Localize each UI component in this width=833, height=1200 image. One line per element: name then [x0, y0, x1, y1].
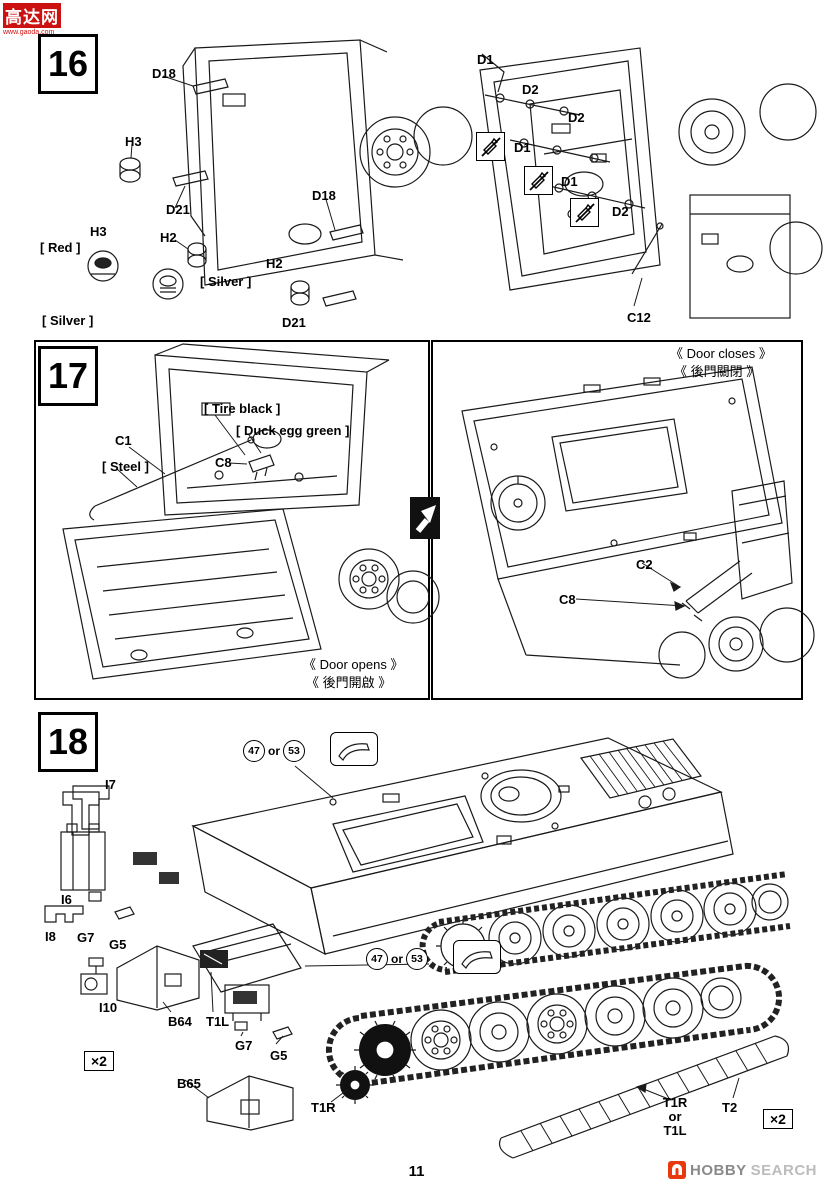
- door-opens-note-en: 《 Door opens 》: [303, 657, 404, 672]
- part-label-g5: G5: [270, 1048, 288, 1063]
- watermark: 高达网 www.gaoda.com: [3, 3, 61, 36]
- hobby-search-icon: [667, 1161, 686, 1179]
- part-label-i8: I8: [45, 929, 56, 944]
- part-label-d2: D2: [612, 204, 629, 219]
- part-label-d1: D1: [514, 140, 531, 155]
- quantity-x2-badge: ×2: [84, 1051, 114, 1071]
- t1r-line: T1R: [662, 1095, 688, 1110]
- hobby-search-logo: HOBBY SEARCH: [667, 1161, 817, 1179]
- step17-door-closed-drawing: [461, 366, 815, 679]
- part-label-d2: D2: [568, 110, 585, 125]
- watermark-url: www.gaoda.com: [3, 29, 55, 36]
- part-label-c8: C8: [559, 592, 576, 607]
- part-label-g7: G7: [235, 1038, 253, 1053]
- brand-text-hobby: HOBBY: [689, 1161, 747, 1179]
- door-opens-note-zh: 《 後門開啟 》: [306, 675, 392, 690]
- part-label-c12: C12: [627, 310, 651, 325]
- direction-arrow-icon: [410, 497, 440, 539]
- step-17-number: 17: [38, 346, 98, 406]
- part-label-d21: D21: [282, 315, 306, 330]
- part-label-g7: G7: [77, 930, 95, 945]
- watermark-title: 高达网: [3, 3, 61, 28]
- part-label-t1l: T1L: [206, 1014, 230, 1029]
- do-not-cement-icon: [570, 198, 599, 227]
- circled-number-47: 47: [366, 948, 388, 970]
- step18-hull-assembly-drawing: [44, 737, 791, 1159]
- or-line: or: [668, 1109, 682, 1124]
- part-label-d18: D18: [312, 188, 336, 203]
- part-label-d18: D18: [152, 66, 176, 81]
- paint-label-steel: [ Steel ]: [102, 459, 149, 474]
- option-part-box: [453, 940, 501, 974]
- paint-label-silver: [ Silver ]: [42, 313, 94, 328]
- part-label-t1r-or-t1l: T1R or T1L: [652, 1096, 698, 1138]
- part-label-i10: I10: [99, 1000, 118, 1015]
- part-label-h3: H3: [90, 224, 107, 239]
- t1l-line: T1L: [663, 1123, 687, 1138]
- part-option-47-or-53: 47 or 53: [243, 740, 305, 762]
- part-label-d1: D1: [561, 174, 578, 189]
- paint-label-duck-egg-green: [ Duck egg green ]: [236, 423, 350, 438]
- part-label-i6: I6: [61, 892, 72, 907]
- part-label-c1: C1: [115, 433, 132, 448]
- page-number: 11: [408, 1163, 425, 1180]
- part-label-b65: B65: [177, 1076, 201, 1091]
- paint-label-red: [ Red ]: [40, 240, 81, 255]
- step-17-door-open-panel: [34, 340, 430, 700]
- part-label-i7: I7: [105, 777, 116, 792]
- brand-text-search: SEARCH: [750, 1161, 817, 1179]
- part-label-g5: G5: [109, 937, 127, 952]
- paint-label-tire-black: [ Tire black ]: [204, 401, 281, 416]
- part-label-d2: D2: [522, 82, 539, 97]
- part-label-c8: C8: [215, 455, 232, 470]
- part-option-47-or-53: 47 or 53: [366, 948, 428, 970]
- part-label-h2: H2: [160, 230, 177, 245]
- part-label-d1: D1: [477, 52, 494, 67]
- circled-number-53: 53: [406, 948, 428, 970]
- option-part-box: [330, 732, 378, 766]
- step-16-number: 16: [38, 34, 98, 94]
- part-label-h2: H2: [266, 256, 283, 271]
- door-closes-note-en: 《 Door closes 》: [670, 346, 772, 361]
- circled-number-53: 53: [283, 740, 305, 762]
- or-text: or: [268, 744, 280, 758]
- step16-left-assembly-drawing: [87, 39, 473, 307]
- or-text: or: [391, 952, 403, 966]
- part-label-h3: H3: [125, 134, 142, 149]
- part-label-t1r: T1R: [311, 1100, 336, 1115]
- do-not-cement-icon: [476, 132, 505, 161]
- part-label-d21: D21: [166, 202, 190, 217]
- circled-number-47: 47: [243, 740, 265, 762]
- quantity-x2-badge: ×2: [763, 1109, 793, 1129]
- step17-door-open-drawing: [62, 343, 440, 680]
- door-closes-note-zh: 《 後門關閉 》: [674, 364, 760, 379]
- step-18-number: 18: [38, 712, 98, 772]
- step16-right-assembly-drawing: [479, 47, 823, 319]
- paint-label-silver: [ Silver ]: [200, 274, 252, 289]
- part-label-c2: C2: [636, 557, 653, 572]
- part-label-t2: T2: [722, 1100, 738, 1115]
- part-label-b64: B64: [168, 1014, 192, 1029]
- do-not-cement-icon: [524, 166, 553, 195]
